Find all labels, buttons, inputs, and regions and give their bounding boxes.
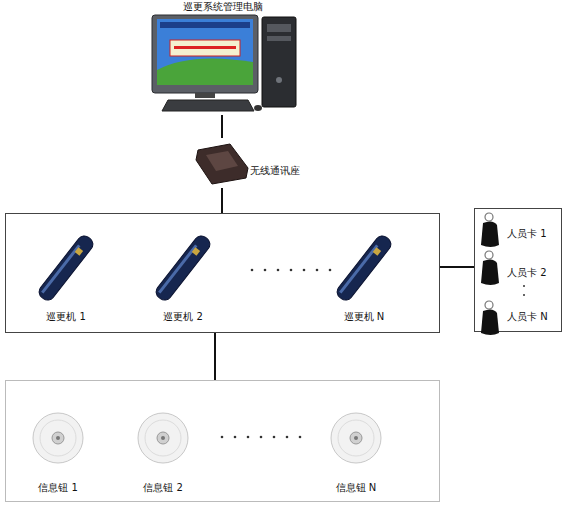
node-label: 巡更机 N: [319, 311, 409, 323]
node-label: 无线通讯座: [250, 165, 300, 177]
device-node: 信息钮 N: [311, 406, 401, 498]
node-label: 信息钮 N: [311, 482, 401, 494]
node-label: 人员卡 N: [507, 311, 548, 323]
node-label: 巡更系统管理电脑: [140, 1, 305, 13]
node-label: 信息钮 2: [118, 482, 208, 494]
device-node: 信息钮 1: [13, 406, 103, 498]
node-label: 巡更机 2: [138, 311, 228, 323]
device-node: 巡更机 N: [319, 223, 409, 328]
ellipsis-dots: [221, 436, 302, 439]
base-illustration: [190, 138, 315, 188]
pc-illustration: [140, 0, 305, 115]
device-node: 信息钮 2: [118, 406, 208, 498]
group-box: 信息钮 1 信息钮 2 信息钮 N: [5, 380, 440, 502]
device-node: 无线通讯座: [190, 138, 315, 188]
connector-line: [221, 115, 223, 138]
device-node: 巡更机 1: [21, 223, 111, 328]
connector-line: [214, 333, 216, 380]
group-box: 人员卡 1 人员卡 2 人员卡 N: [474, 208, 562, 332]
connector-line: [221, 188, 223, 213]
device-node: 巡更系统管理电脑: [140, 0, 305, 115]
ellipsis-dots: [523, 285, 525, 296]
node-label: 人员卡 2: [507, 267, 547, 279]
device-node: 人员卡 N: [477, 299, 561, 339]
group-box: 巡更机 1 巡更机 2 巡更机 N: [5, 213, 440, 333]
node-label: 巡更机 1: [21, 311, 111, 323]
node-label: 信息钮 1: [13, 482, 103, 494]
ellipsis-dots: [251, 269, 332, 272]
device-node: 人员卡 2: [477, 249, 561, 289]
device-node: 巡更机 2: [138, 223, 228, 328]
node-label: 人员卡 1: [507, 228, 547, 240]
connector-line: [440, 266, 474, 268]
device-node: 人员卡 1: [477, 211, 561, 251]
